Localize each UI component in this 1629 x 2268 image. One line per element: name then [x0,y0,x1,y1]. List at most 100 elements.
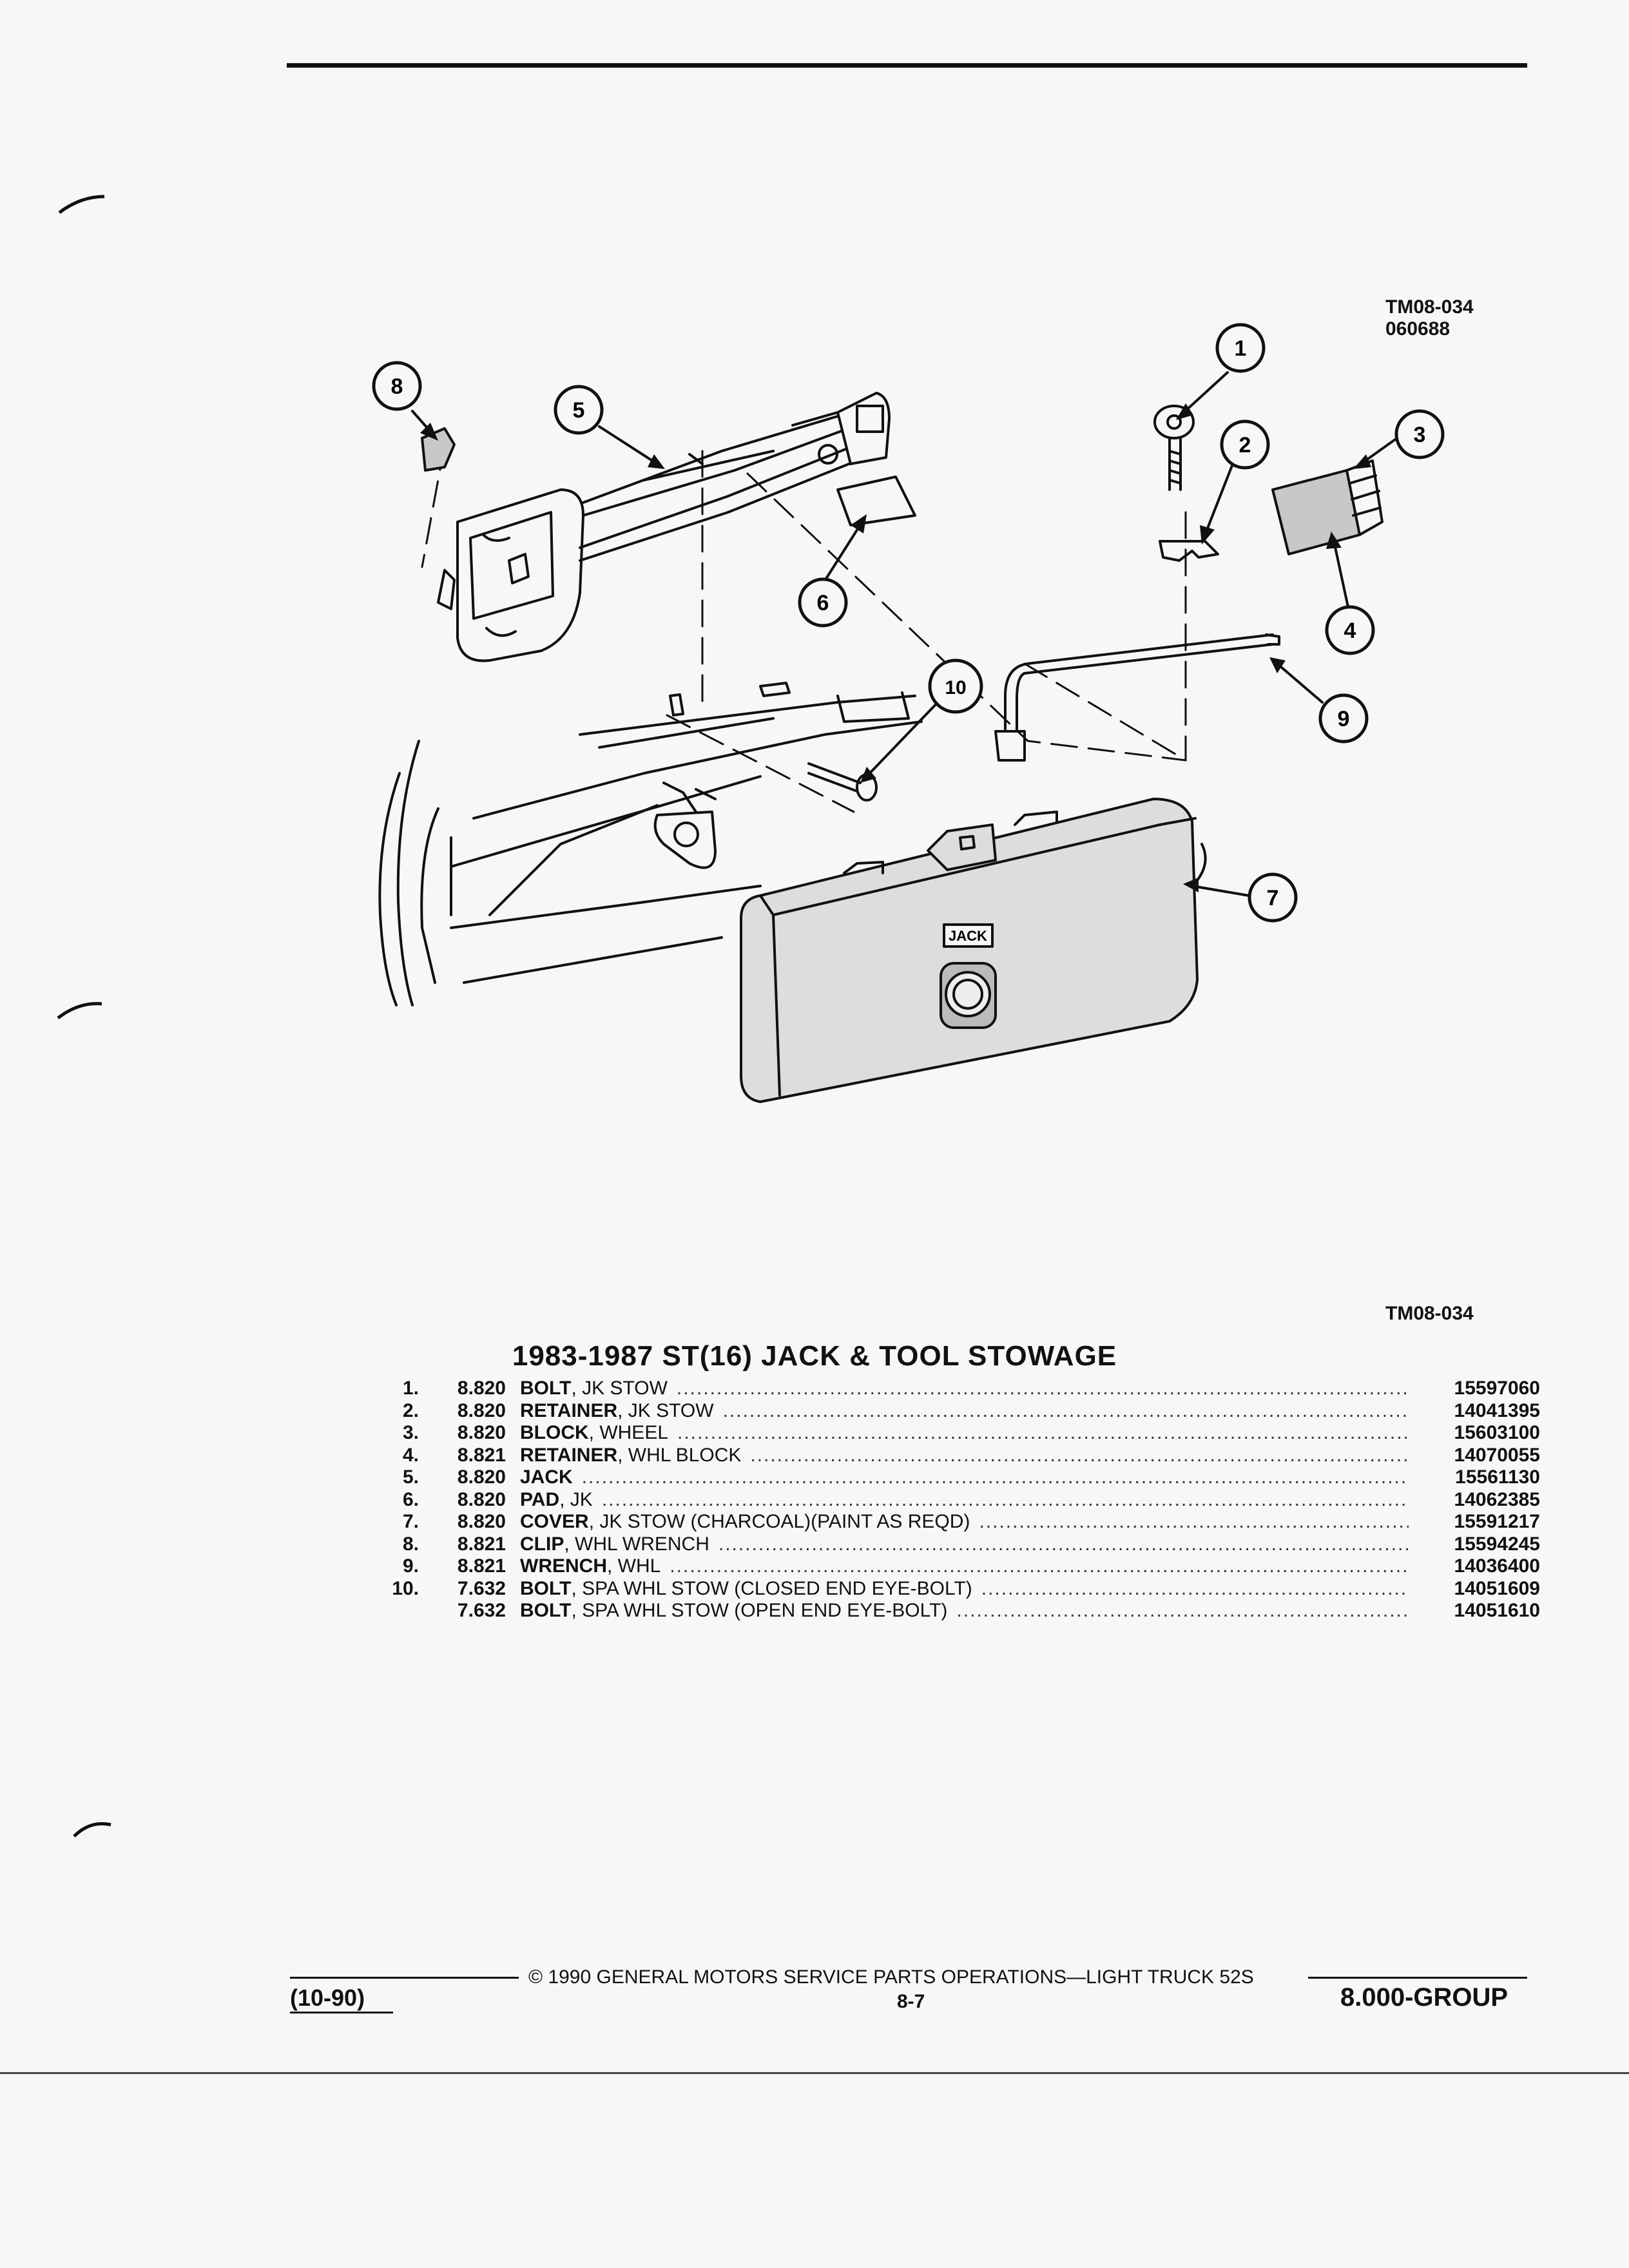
wheel-block-part [1271,459,1383,555]
retainer-part [1159,540,1219,562]
callout-4: 4 [1325,605,1375,655]
svg-text:6: 6 [817,591,829,615]
part-description: , JK STOW [571,1378,668,1399]
part-description: , JK [559,1488,593,1510]
part-number: 15603100 [1454,1422,1540,1443]
figure-date-code: 060688 [1385,318,1451,340]
part-number: 15597060 [1454,1378,1540,1399]
wrench-part [994,633,1280,762]
part-name: COVER [520,1511,589,1532]
part-name: BOLT [520,1577,572,1599]
svg-text:4: 4 [1344,619,1356,643]
group-number: 7.632 [457,1600,506,1621]
item-number: 8. [402,1533,419,1555]
parts-row: 3. 8.820 BLOCK , WHEEL 15603100 [354,1422,1540,1445]
part-number: 14041395 [1454,1399,1540,1421]
bottom-rule [0,2072,1629,2074]
part-description: , JK STOW [617,1399,714,1421]
group-number: 8.820 [457,1422,506,1443]
part-description: , SPA WHL STOW (CLOSED END EYE-BOLT) [571,1577,972,1599]
part-number: 14036400 [1454,1555,1540,1577]
parts-row: 9. 8.821 WRENCH , WHL 14036400 [354,1555,1540,1578]
dot-leader [956,1600,1409,1622]
jack-label: JACK [949,928,987,944]
part-number: 15594245 [1454,1533,1540,1555]
part-name: RETAINER [520,1444,618,1466]
margin-marks [57,195,111,1838]
part-description: , JK STOW (CHARCOAL)(PAINT AS REQD) [588,1511,970,1532]
item-number: 1. [402,1378,419,1399]
group-number: 8.820 [457,1511,506,1532]
clip-part [421,427,456,472]
parts-row: 6. 8.820 PAD , JK 14062385 [354,1489,1540,1512]
parts-row: 4. 8.821 RETAINER , WHL BLOCK 14070055 [354,1445,1540,1467]
pad-part [836,476,916,526]
group-number: 8.820 [457,1399,506,1421]
part-description: , WHL [607,1555,661,1577]
dot-leader [670,1555,1409,1577]
dot-leader [979,1511,1409,1533]
parts-row: 2. 8.820 RETAINER , JK STOW 14041395 [354,1400,1540,1423]
item-number: 6. [402,1488,419,1510]
bolt-part [1153,405,1195,491]
assembly-lines [421,443,1187,813]
parts-row: 10. 7.632 BOLT , SPA WHL STOW (CLOSED EN… [354,1578,1540,1600]
part-name: BOLT [520,1600,572,1621]
part-name: WRENCH [520,1555,607,1577]
part-description: , WHL WRENCH [564,1533,709,1555]
svg-text:5: 5 [573,398,585,423]
footer-date-underline [290,2012,393,2013]
callout-2: 2 [1220,419,1270,470]
part-number: 14062385 [1454,1488,1540,1510]
parts-row: 7. 8.820 COVER , JK STOW (CHARCOAL)(PAIN… [354,1511,1540,1533]
callout-9: 9 [1318,693,1369,744]
figure-code-top: TM08-034 [1385,296,1474,318]
part-name: BLOCK [520,1422,589,1443]
svg-text:3: 3 [1414,423,1426,447]
item-number: 2. [402,1399,419,1421]
svg-text:9: 9 [1338,707,1350,731]
dot-leader [677,1378,1409,1399]
part-number: 15561130 [1455,1466,1540,1488]
svg-text:7: 7 [1267,886,1279,910]
item-number: 4. [402,1444,419,1466]
jack-stowage-illustration: 8 5 6 1 2 3 4 9 7 10 JACK [372,323,1445,1103]
part-description: , WHL BLOCK [617,1444,742,1466]
leader-lines [411,371,1398,897]
dot-leader [750,1445,1409,1466]
parts-row: 8. 8.821 CLIP , WHL WRENCH 15594245 [354,1533,1540,1556]
callout-10: 10 [928,658,983,714]
figure-code-bottom: TM08-034 [1385,1303,1474,1324]
item-number: 7. [402,1511,419,1532]
svg-text:10: 10 [945,677,966,698]
page-title: 1983-1987 ST(16) JACK & TOOL STOWAGE [512,1340,1117,1372]
part-name: CLIP [520,1533,564,1555]
dot-leader [602,1489,1409,1511]
part-number: 14051610 [1454,1600,1540,1621]
part-number: 15591217 [1454,1511,1540,1532]
dot-leader [723,1400,1409,1422]
parts-list: 1. 8.820 BOLT , JK STOW 15597060 2. 8.82… [354,1378,1540,1622]
svg-text:8: 8 [391,374,403,399]
part-name: RETAINER [520,1399,618,1421]
top-rule [287,63,1527,68]
callout-5: 5 [554,385,604,435]
part-number: 14070055 [1454,1444,1540,1466]
dot-leader [718,1533,1409,1555]
part-name: JACK [520,1466,573,1488]
callout-3: 3 [1394,409,1445,459]
body-structure [378,682,923,1006]
parts-row: 7.632 BOLT , SPA WHL STOW (OPEN END EYE-… [354,1600,1540,1622]
footer-copyright: © 1990 GENERAL MOTORS SERVICE PARTS OPER… [528,1966,1254,1988]
jack-part [437,392,891,662]
group-number: 8.820 [457,1378,506,1399]
group-number: 8.820 [457,1488,506,1510]
callout-8: 8 [372,361,422,411]
dot-leader [981,1578,1409,1600]
dot-leader [582,1466,1409,1488]
svg-text:2: 2 [1239,433,1251,457]
part-description: , WHEEL [588,1422,669,1443]
callouts: 8 5 6 1 2 3 4 9 7 10 [372,323,1445,923]
page-number: 8-7 [897,1991,925,2012]
group-number: 8.821 [457,1555,506,1577]
